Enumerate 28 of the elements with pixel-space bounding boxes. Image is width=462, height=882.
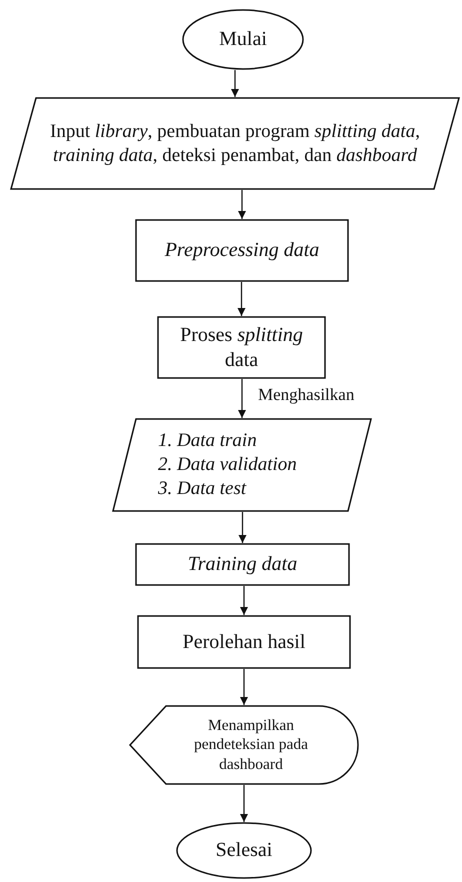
node-label: Input library, pembuatan program splitting data, training data, deteksi penambat, dan dashboard <box>50 120 420 168</box>
arrow <box>238 379 246 418</box>
node-label: Training data <box>188 552 298 577</box>
node-label: Selesai <box>216 838 272 863</box>
process-box <box>157 316 326 379</box>
arrow <box>238 190 246 219</box>
node-label: Mulai <box>219 27 267 52</box>
terminator-ellipse <box>176 822 312 879</box>
node-label: 3. Data test <box>158 476 246 501</box>
node-label: Perolehan hasil <box>182 630 306 654</box>
arrow <box>240 669 248 705</box>
process-box <box>137 615 351 669</box>
arrow <box>240 785 248 822</box>
display-shape <box>129 705 359 785</box>
arrow <box>238 282 246 316</box>
node-label: 1. Data train <box>158 429 257 454</box>
arrow <box>240 586 248 615</box>
data-parallelogram <box>112 418 372 512</box>
arrow <box>231 70 239 97</box>
process-box <box>135 543 350 586</box>
node-label: 2. Data validation <box>158 453 297 477</box>
node-label: Proses splitting data <box>179 322 304 372</box>
node-label: Menampilkan pendeteksian pada dashboard <box>192 716 310 774</box>
node-label: Preprocessing data <box>164 238 320 263</box>
terminator-ellipse <box>182 9 304 70</box>
arrow <box>238 512 246 543</box>
data-parallelogram <box>10 97 460 190</box>
process-box <box>135 219 349 282</box>
